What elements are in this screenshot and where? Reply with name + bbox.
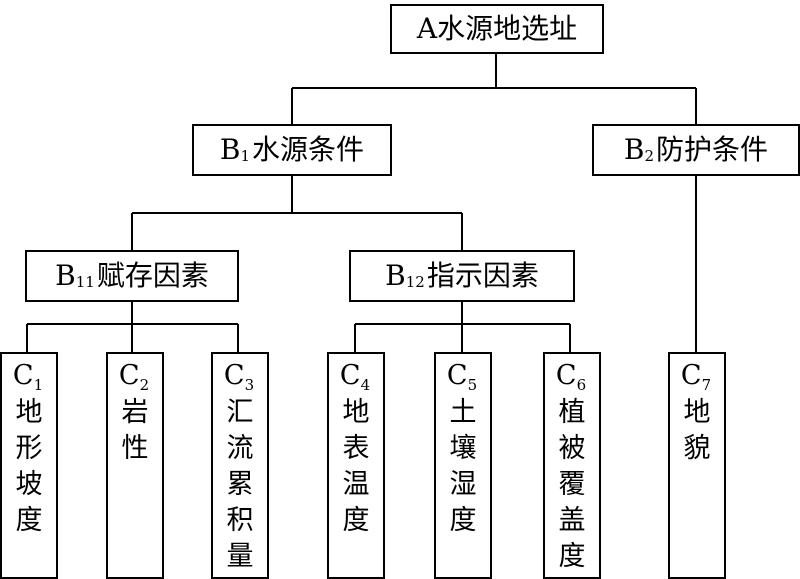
node-c1: C1 地形坡度 [0,352,58,579]
node-c7-subscript: 7 [701,376,712,394]
root-node-prefix: A [416,12,438,45]
label-char: 地 [342,397,370,428]
label-char: 量 [226,541,254,572]
label-char: 度 [342,505,370,536]
label-char: 覆 [558,469,586,500]
node-c4: C4 地表温度 [327,352,385,579]
label-char: 地 [15,397,43,428]
label-char: 土 [449,397,477,428]
label-char: 壤 [449,433,477,464]
node-c5: C5 土壤湿度 [434,352,492,579]
label-char: 盖 [558,505,586,536]
label-char: 度 [15,505,43,536]
label-char: 貌 [683,433,711,464]
label-char: 地 [683,397,711,428]
label-char: 累 [226,469,254,500]
node-b12-label: 指示因素 [426,259,539,292]
node-c6: C6 植被覆盖度 [543,352,601,579]
node-b2-code: B [623,133,645,166]
node-c7: C7 地貌 [668,352,726,579]
label-char: 度 [558,541,586,572]
node-b12-subscript: 12 [405,272,425,291]
node-c5-label: 土壤湿度 [450,395,477,539]
node-b1-code: B [219,133,241,166]
label-char: 形 [15,433,43,464]
node-b11-label: 赋存因素 [96,259,209,292]
node-c5-subscript: 5 [467,376,478,394]
label-char: 温 [342,469,370,500]
node-c6-label: 植被覆盖度 [559,395,586,575]
label-char: 湿 [449,469,477,500]
label-char: 表 [342,433,370,464]
label-char: 岩 [121,397,149,428]
label-char: 度 [449,505,477,536]
node-c4-code: C [339,360,361,391]
node-b1-subscript: 1 [240,146,251,165]
node-c7-code: C [680,360,702,391]
label-char: 植 [558,397,586,428]
node-c2-label: 岩性 [122,395,149,467]
node-c1-subscript: 1 [33,376,44,394]
node-c1-label: 地形坡度 [16,395,43,539]
node-c4-subscript: 4 [360,376,371,394]
root-node-label: 水源地选址 [437,12,578,45]
node-c1-code: C [12,360,34,391]
label-char: 流 [226,433,254,464]
node-c7-label: 地貌 [684,395,711,467]
node-b2-label: 防护条件 [656,133,769,166]
node-c2: C2 岩性 [106,352,164,579]
label-char: 被 [558,433,586,464]
node-c3-subscript: 3 [244,376,255,394]
node-c6-subscript: 6 [576,376,587,394]
node-b11-subscript: 11 [75,272,95,291]
node-b11-code: B [55,259,76,292]
node-b1-label: 水源条件 [252,133,365,166]
label-char: 性 [121,433,149,464]
label-char: 汇 [226,397,254,428]
node-b12-code: B [385,259,406,292]
label-char: 积 [226,505,254,536]
node-c3: C3 汇流累积量 [211,352,269,579]
node-c3-label: 汇流累积量 [227,395,254,575]
node-c2-code: C [118,360,140,391]
node-c4-label: 地表温度 [343,395,370,539]
node-c5-code: C [446,360,468,391]
node-c3-code: C [223,360,245,391]
node-c2-subscript: 2 [139,376,150,394]
node-c6-code: C [555,360,577,391]
label-char: 坡 [15,469,43,500]
node-b2-subscript: 2 [644,146,655,165]
